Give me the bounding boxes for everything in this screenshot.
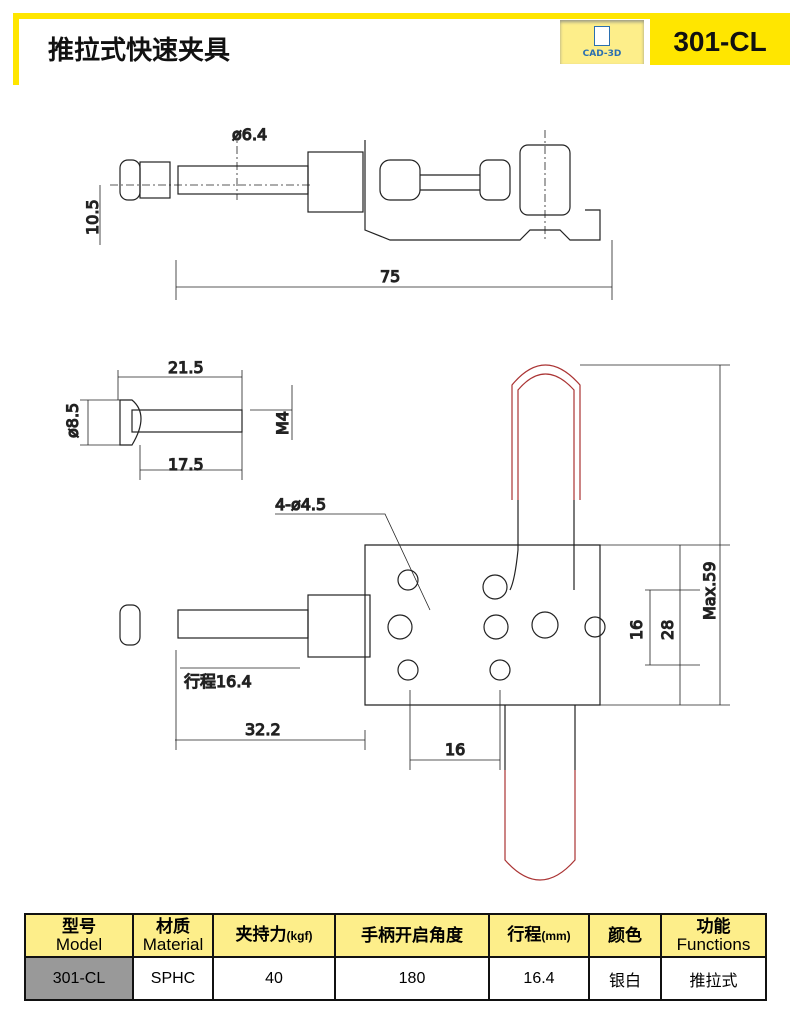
model-badge: 301-CL (650, 19, 790, 65)
dim-holes: 4-ø4.5 (275, 495, 326, 514)
dim-top-dia: ø6.4 (232, 125, 267, 144)
dim-height-16: 16 (627, 620, 646, 640)
dim-top-height: 10.5 (83, 199, 102, 235)
col-color: 颜色 (588, 913, 662, 958)
dim-max-height: Max.59 (700, 561, 719, 620)
dim-thread: M4 (273, 411, 292, 435)
technical-drawing: ø6.4 10.5 75 21.5 ø8.5 M4 17.5 4-ø4.5 行程… (62, 124, 730, 881)
cell-handle-angle: 180 (334, 956, 490, 1001)
cad-label: CAD-3D (582, 49, 622, 59)
cell-material: SPHC (132, 956, 214, 1001)
side-view: 4-ø4.5 行程16.4 32.2 16 16 28 Max.59 (119, 364, 730, 881)
cell-clamp-force: 40 (212, 956, 336, 1001)
dim-height-28: 28 (658, 620, 677, 640)
col-clamp-force: 夹持力(kgf) (212, 913, 336, 958)
table-row: 301-CL SPHC 40 180 16.4 银白 推拉式 (24, 956, 767, 1001)
header-frame (13, 13, 790, 85)
dim-bolt-length: 21.5 (168, 358, 204, 377)
dim-thread-length: 17.5 (168, 455, 204, 474)
document-icon (594, 26, 610, 46)
dim-hole-spacing: 16 (445, 740, 465, 759)
dim-top-length: 75 (380, 267, 400, 286)
cad-3d-button[interactable]: CAD-3D (560, 20, 644, 64)
dim-base-length: 32.2 (245, 720, 281, 739)
cell-model: 301-CL (24, 956, 134, 1001)
cell-color: 银白 (588, 956, 662, 1001)
dim-stroke: 行程16.4 (184, 672, 252, 691)
top-view: ø6.4 10.5 75 (82, 124, 613, 300)
page-title: 推拉式快速夹具 (48, 36, 231, 66)
dim-bolt-dia: ø8.5 (63, 403, 82, 438)
bolt-detail: 21.5 ø8.5 M4 17.5 (62, 357, 293, 480)
cell-stroke: 16.4 (488, 956, 590, 1001)
col-handle-angle: 手柄开启角度 (334, 913, 490, 958)
cell-function: 推拉式 (660, 956, 767, 1001)
col-stroke: 行程(mm) (488, 913, 590, 958)
